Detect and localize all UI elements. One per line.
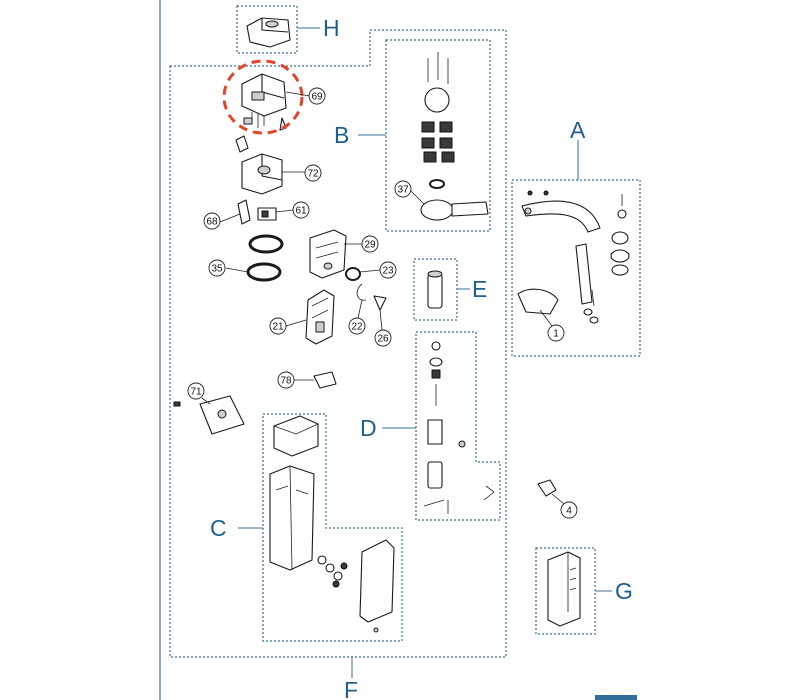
svg-text:29: 29 bbox=[364, 240, 376, 251]
group-label-a: A bbox=[570, 117, 586, 143]
part-a-arm bbox=[521, 190, 627, 233]
svg-text:4: 4 bbox=[566, 506, 572, 517]
callout-35: 35 bbox=[208, 259, 226, 277]
svg-text:37: 37 bbox=[397, 185, 409, 196]
part-c-column bbox=[269, 465, 315, 571]
group-c-box bbox=[262, 413, 403, 642]
svg-text:35: 35 bbox=[211, 264, 223, 275]
part-72-housing bbox=[241, 153, 283, 195]
group-f-box bbox=[169, 29, 507, 658]
svg-text:71: 71 bbox=[190, 387, 202, 398]
part-c-panel bbox=[359, 539, 395, 633]
callout-leader-69 bbox=[285, 91, 311, 97]
part-ring-upper bbox=[248, 234, 284, 254]
group-label-h: H bbox=[323, 15, 340, 41]
callout-69: 69 bbox=[308, 87, 326, 105]
part-23-ring bbox=[345, 267, 361, 281]
callout-leader-35 bbox=[225, 267, 249, 273]
part-1-cover bbox=[517, 288, 559, 315]
part-78-bracket bbox=[313, 371, 337, 389]
callout-leader-68 bbox=[219, 213, 241, 223]
part-a-rail bbox=[575, 243, 593, 305]
group-label-c: C bbox=[210, 515, 227, 541]
part-d-stack bbox=[423, 341, 495, 514]
group-a-box bbox=[511, 179, 641, 357]
part-69-cover bbox=[241, 73, 287, 131]
svg-text:68: 68 bbox=[206, 217, 218, 228]
part-ring-35 bbox=[246, 262, 282, 282]
svg-text:78: 78 bbox=[280, 376, 292, 387]
svg-text:69: 69 bbox=[311, 92, 323, 103]
callout-26: 26 bbox=[374, 329, 392, 347]
svg-text:26: 26 bbox=[377, 334, 389, 345]
part-68-bracket bbox=[237, 199, 251, 225]
callout-22: 22 bbox=[348, 317, 366, 335]
part-37-arm bbox=[420, 199, 489, 221]
part-clip bbox=[235, 135, 249, 153]
svg-text:21: 21 bbox=[272, 322, 284, 333]
group-label-b: B bbox=[334, 122, 349, 148]
svg-text:61: 61 bbox=[295, 206, 307, 217]
highlight-circle-69 bbox=[222, 59, 304, 135]
callout-leader-37 bbox=[409, 189, 425, 205]
part-b-bolts bbox=[427, 52, 449, 84]
part-4-leader bbox=[551, 493, 565, 505]
part-21-housing bbox=[305, 289, 335, 345]
callout-61: 61 bbox=[292, 201, 310, 219]
callout-leader-23 bbox=[359, 269, 381, 273]
callout-leader-61 bbox=[275, 209, 294, 213]
callout-leader-21 bbox=[285, 319, 307, 327]
callout-78: 78 bbox=[277, 371, 295, 389]
svg-text:22: 22 bbox=[351, 322, 363, 333]
part-4-knob bbox=[537, 479, 557, 497]
part-71-plate bbox=[173, 395, 245, 435]
part-26-cone bbox=[373, 295, 387, 311]
group-b-box bbox=[385, 39, 491, 232]
part-c-cap bbox=[273, 415, 319, 457]
callout-68: 68 bbox=[203, 212, 221, 230]
part-b-disc bbox=[424, 87, 450, 113]
svg-text:72: 72 bbox=[307, 169, 319, 180]
part-h-cap bbox=[246, 17, 291, 48]
svg-text:23: 23 bbox=[382, 266, 394, 277]
page-corner-tab bbox=[595, 695, 637, 700]
part-e-capacitor bbox=[427, 270, 443, 309]
callout-leader-22 bbox=[357, 299, 363, 319]
callout-4: 4 bbox=[560, 501, 578, 519]
part-22-wire bbox=[356, 283, 367, 301]
callout-23: 23 bbox=[379, 261, 397, 279]
part-a-small-washers bbox=[583, 308, 599, 324]
svg-text:1: 1 bbox=[553, 329, 559, 340]
callout-leader-71 bbox=[201, 397, 211, 405]
part-29-block bbox=[309, 229, 347, 279]
callout-21: 21 bbox=[269, 317, 287, 335]
group-label-e: E bbox=[472, 276, 487, 302]
group-label-d: D bbox=[360, 415, 377, 441]
group-d-box bbox=[415, 331, 501, 521]
callout-leader-26 bbox=[379, 309, 383, 331]
part-c-parts-cluster bbox=[317, 555, 348, 588]
part-a-pin bbox=[591, 289, 595, 307]
callout-71: 71 bbox=[187, 382, 205, 400]
callout-leader-1 bbox=[539, 309, 553, 327]
part-a-gear-stack bbox=[610, 231, 630, 276]
group-label-f: F bbox=[344, 677, 358, 700]
callout-29: 29 bbox=[361, 235, 379, 253]
part-61-switch bbox=[257, 207, 277, 221]
callout-1: 1 bbox=[547, 324, 565, 342]
part-b-washer bbox=[429, 179, 445, 189]
group-label-g: G bbox=[615, 578, 633, 604]
callout-72: 72 bbox=[304, 164, 322, 182]
part-g-module bbox=[547, 551, 581, 627]
callout-37: 37 bbox=[394, 180, 412, 198]
group-h-box bbox=[236, 5, 298, 54]
part-b-gears bbox=[421, 121, 455, 163]
